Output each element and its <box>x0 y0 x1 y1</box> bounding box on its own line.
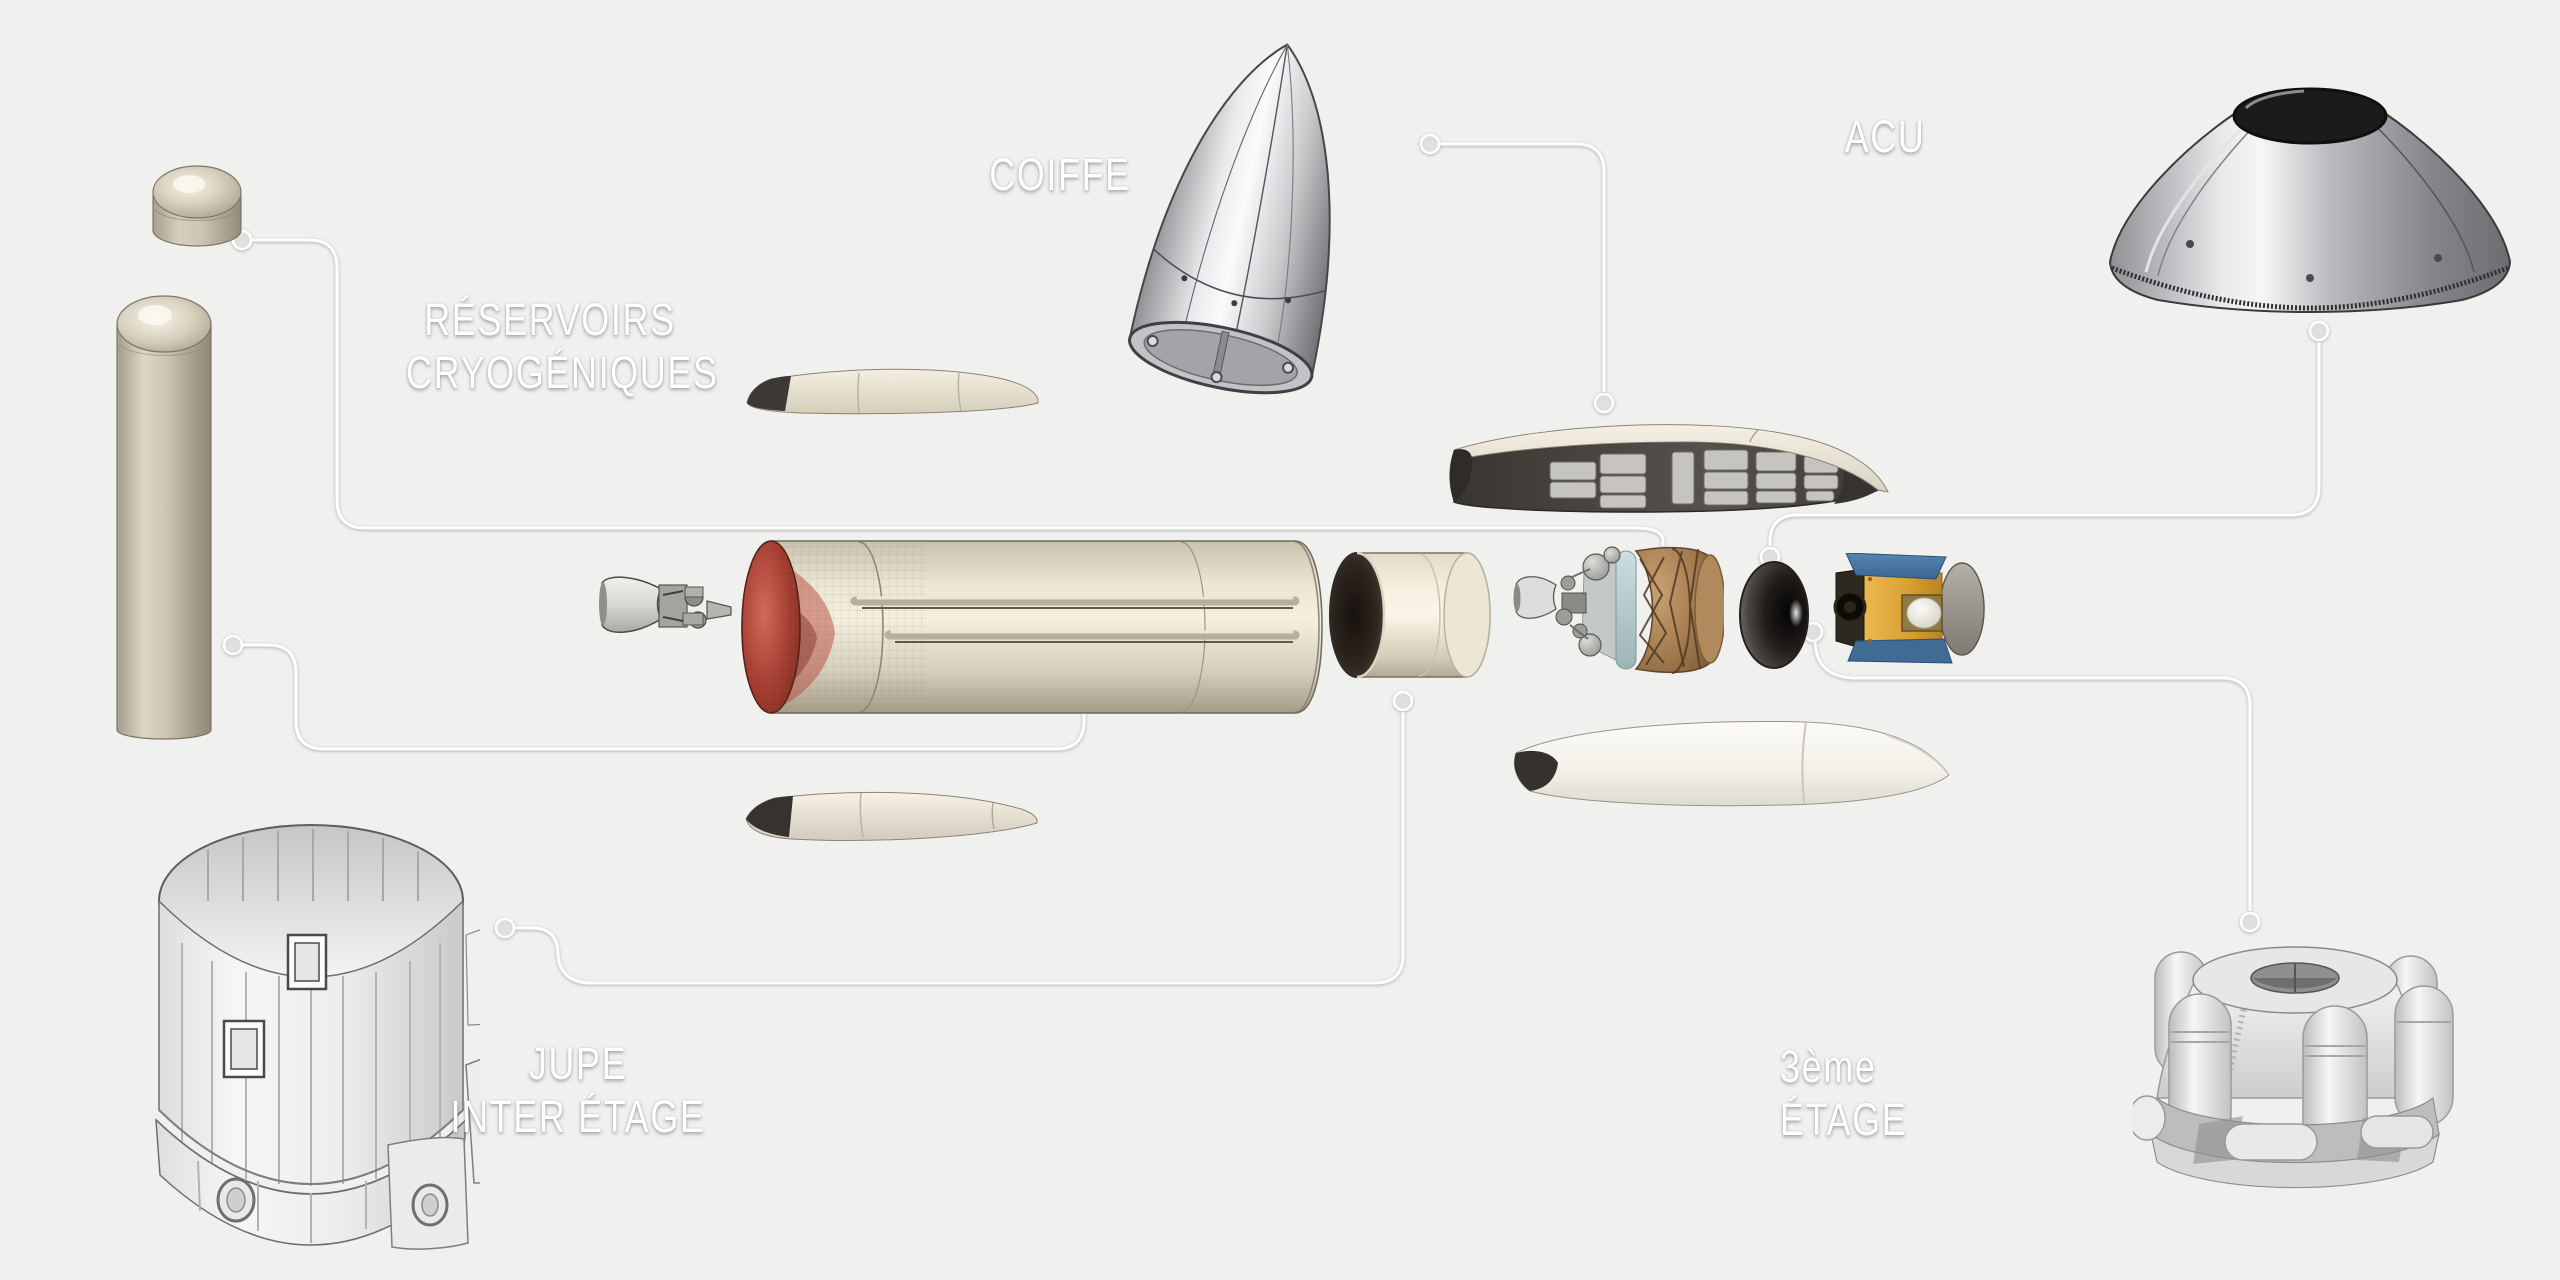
model-core-stage <box>737 538 1339 721</box>
label-reservoirs-line1: RÉSERVOIRS <box>424 294 676 345</box>
hatch-ports <box>222 933 328 1079</box>
solar-panel-bottom <box>1847 638 1953 664</box>
model-acu-adapter-dome <box>1737 559 1811 676</box>
model-small-cryo-tank <box>143 158 251 263</box>
model-acu-cone <box>2098 72 2522 327</box>
label-coiffe: COIFFE <box>940 148 1180 201</box>
model-half-shell-panels <box>1446 416 1896 525</box>
model-long-cryo-tank <box>106 282 224 745</box>
label-3eme-line1: 3ème <box>1780 1041 1877 1092</box>
label-jupe-inter-etage: JUPE INTER ÉTAGE <box>434 1037 722 1143</box>
solar-panel-top <box>1845 552 1947 580</box>
label-acu: ACU <box>1805 110 1965 163</box>
leader-small-tank <box>252 238 1665 546</box>
leader-acu <box>1768 342 2321 546</box>
model-main-engine <box>597 567 737 650</box>
leader-etage3 <box>1813 640 2252 911</box>
model-half-shell-smooth <box>1506 713 1956 820</box>
model-coiffe-fairing <box>1122 28 1402 431</box>
label-jupe-line2: INTER ÉTAGE <box>450 1091 706 1142</box>
label-3eme-line2: ÉTAGE <box>1780 1094 1908 1145</box>
label-jupe-line1: JUPE <box>528 1038 628 1089</box>
leader-long-tank <box>243 643 1086 751</box>
label-reservoirs-line2: CRYOGÉNIQUES <box>406 347 719 398</box>
label-3eme-etage: 3ème ÉTAGE <box>1780 1040 2020 1146</box>
model-half-shell-edge-top <box>741 363 1041 424</box>
model-satellite <box>1828 552 1986 670</box>
label-reservoirs-cryogeniques: RÉSERVOIRS CRYOGÉNIQUES <box>406 293 719 399</box>
model-third-stage-engine <box>1512 543 1726 684</box>
payload-adapter-cap <box>1939 562 1985 656</box>
leader-jupe <box>515 712 1405 985</box>
leader-coiffe <box>1440 142 1606 392</box>
model-interstage-cylinder <box>1327 549 1499 686</box>
model-third-stage-structure <box>2128 928 2467 1201</box>
model-jupe-inter-etage <box>148 815 545 1257</box>
model-half-shell-edge-bottom <box>741 785 1041 852</box>
label-coiffe-text: COIFFE <box>989 149 1131 200</box>
label-acu-text: ACU <box>1844 111 1926 162</box>
